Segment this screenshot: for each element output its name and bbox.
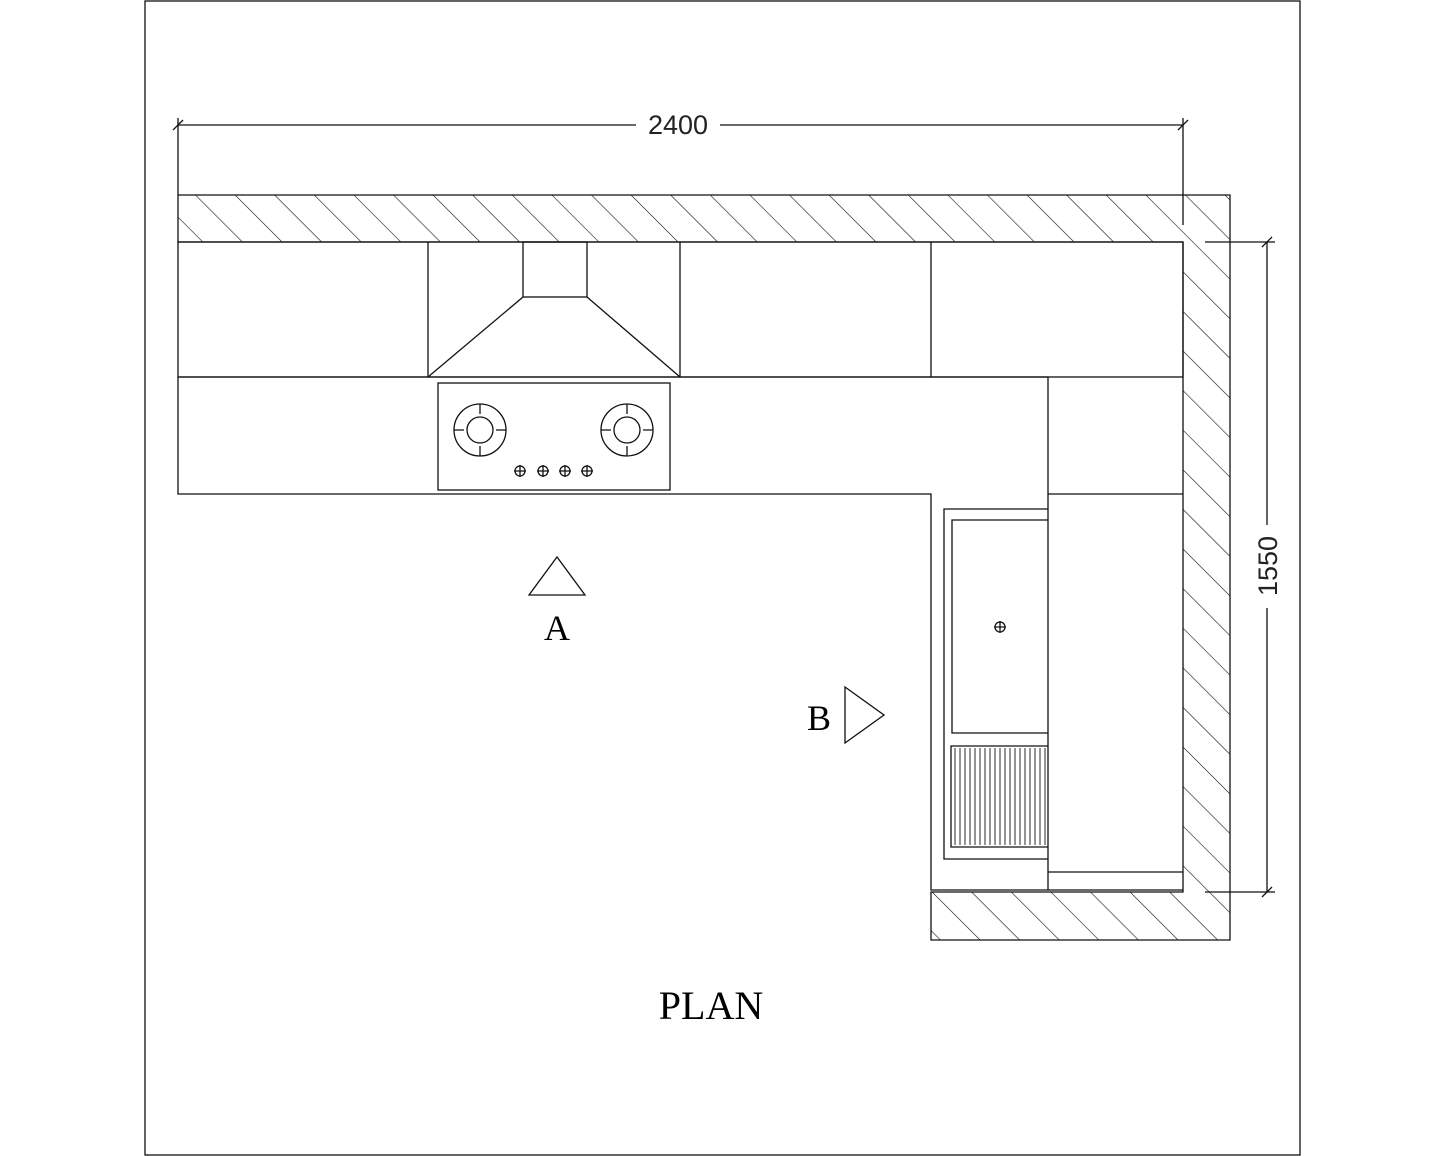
burner-icon [453, 403, 507, 457]
drain-icon [994, 621, 1006, 633]
countertop [177, 376, 1183, 891]
triangle-right-icon [844, 685, 886, 745]
dimension-width-label: 2400 [648, 110, 708, 140]
drawing-title: PLAN [659, 983, 763, 1028]
dimension-width: 2400 [172, 110, 1189, 225]
view-marker-b: B [807, 685, 886, 745]
sink [943, 508, 1048, 860]
dimension-depth: 1550 [1205, 236, 1283, 898]
range-hood [427, 241, 681, 378]
burner-icon [600, 403, 654, 457]
triangle-up-icon [527, 555, 587, 596]
gas-hob [437, 382, 671, 491]
wall-hatched [177, 194, 1231, 941]
upper-cabinets [177, 241, 1184, 378]
drainboard [950, 745, 1048, 848]
drawing-frame [144, 0, 1301, 1156]
view-marker-b-label: B [807, 698, 831, 738]
knob-icons [514, 465, 593, 477]
dimension-depth-label: 1550 [1253, 536, 1283, 596]
view-marker-a: A [527, 555, 587, 648]
walls [177, 194, 1231, 941]
view-marker-a-label: A [544, 608, 570, 648]
